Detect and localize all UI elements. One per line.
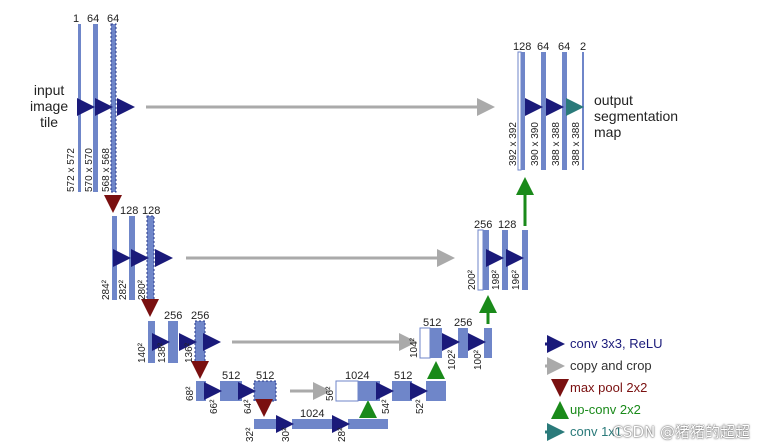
legend-conv-label: conv 3x3, ReLU: [570, 336, 663, 351]
feature-map-l4-d3: [426, 381, 446, 401]
size-label: 280²: [137, 279, 148, 300]
channel-label: 2: [580, 41, 587, 53]
input-label: input image tile: [30, 82, 69, 130]
channel-label: 64: [87, 13, 100, 25]
feature-map-l3-d3: [484, 328, 492, 358]
channel-label: 256: [474, 219, 493, 231]
size-label: 104²: [409, 337, 420, 358]
size-label: 200²: [467, 269, 478, 290]
size-label: 56²: [325, 386, 336, 401]
channel-label: 256: [454, 317, 473, 329]
feature-map-l3-d2: [458, 328, 468, 358]
channel-label: 256: [191, 310, 210, 322]
channel-label: 1024: [345, 370, 370, 382]
channel-label: 256: [164, 310, 183, 322]
output-label: output segmentation map: [594, 92, 679, 140]
channel-label: 512: [423, 317, 442, 329]
size-label: 284²: [101, 279, 112, 300]
feature-map-l3-e1: [148, 321, 155, 363]
size-label: 390 x 390: [530, 122, 541, 166]
feature-map-l1-d3: [562, 52, 567, 170]
size-label: 140²: [137, 342, 148, 363]
feature-map-l2-d2: [502, 230, 508, 290]
feature-map-l4-d-copy: [335, 380, 359, 402]
size-label: 52²: [415, 399, 426, 414]
feature-map-l1-d2: [541, 52, 546, 170]
feature-map-l4-d-up: [358, 381, 380, 401]
size-label: 572 x 572: [66, 148, 77, 192]
size-label: 68²: [185, 386, 196, 401]
size-label: 570 x 570: [84, 148, 95, 192]
feature-map-l1-d-up: [521, 52, 525, 170]
feature-map-bottleneck-3: [348, 419, 388, 429]
feature-map-bottleneck-2: [292, 419, 332, 429]
size-label: 28²: [337, 427, 348, 442]
channel-label: 1: [73, 13, 80, 25]
feature-map-l2-d3: [522, 230, 528, 290]
size-label: 102²: [447, 349, 458, 370]
size-label: 282²: [118, 279, 129, 300]
feature-map-l3-d-up: [430, 328, 442, 358]
size-label: 198²: [491, 269, 502, 290]
size-label: 388 x 388: [571, 122, 582, 166]
watermark: CSDN @猪猪的超超: [612, 423, 750, 441]
legend-maxpool-label: max pool 2x2: [570, 380, 648, 395]
channel-label: 512: [222, 370, 241, 382]
size-label: 388 x 388: [551, 122, 562, 166]
feature-map-l3-e2: [168, 321, 178, 363]
feature-map-l4-e3: [253, 380, 277, 402]
legend-upconv-label: up-conv 2x2: [570, 402, 641, 417]
channel-label: 64: [107, 13, 120, 25]
channel-label: 512: [256, 370, 275, 382]
size-label: 138²: [157, 342, 168, 363]
feature-map-l4-e2: [220, 381, 242, 401]
channel-label: 128: [498, 219, 517, 231]
size-label: 392 x 392: [508, 122, 519, 166]
channel-label: 64: [537, 41, 550, 53]
channel-label: 512: [394, 370, 413, 382]
feature-map-l4-e1: [196, 381, 206, 401]
size-label: 54²: [381, 399, 392, 414]
size-label: 196²: [511, 269, 522, 290]
feature-map-l4-d2: [392, 381, 412, 401]
channel-label: 128: [120, 205, 139, 217]
channel-label: 128: [513, 41, 532, 53]
channel-label: 64: [558, 41, 571, 53]
size-label: 136²: [184, 342, 195, 363]
feature-map-bottleneck-1: [254, 419, 276, 429]
size-label: 66²: [209, 399, 220, 414]
size-label: 30²: [281, 427, 292, 442]
size-label: 568 x 568: [101, 148, 112, 192]
size-label: 32²: [245, 427, 256, 442]
legend-conv1x1-label: conv 1x1: [570, 424, 623, 439]
channel-label: 1024: [300, 408, 325, 420]
feature-map-l2-d-up: [483, 230, 489, 290]
size-label: 64²: [243, 399, 254, 414]
channel-label: 128: [142, 205, 161, 217]
size-label: 100²: [473, 349, 484, 370]
legend-copy-label: copy and crop: [570, 358, 652, 373]
